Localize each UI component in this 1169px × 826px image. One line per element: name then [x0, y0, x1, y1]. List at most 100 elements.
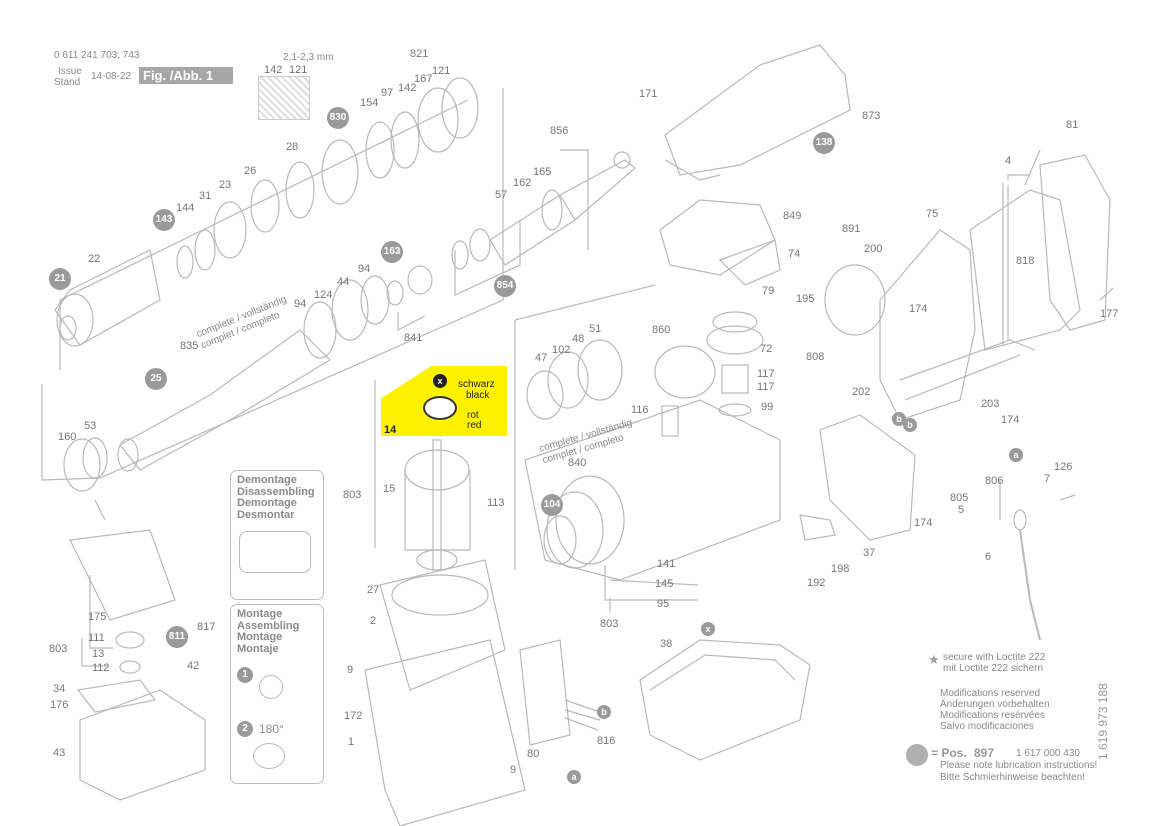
color-black-en: black	[466, 390, 490, 401]
step-1-badge: 1	[237, 667, 253, 683]
part-label-28: 28	[286, 141, 299, 153]
stand-label: Stand	[54, 77, 81, 88]
part-label-192: 192	[807, 577, 826, 589]
part-label-202: 202	[852, 386, 871, 398]
bearing-image-2	[253, 743, 285, 769]
part-label-48: 48	[572, 333, 585, 345]
part-label-79: 79	[762, 285, 775, 297]
part-label-198: 198	[831, 563, 850, 575]
part-label-13: 13	[92, 648, 105, 660]
lubrication-dot-icon	[906, 744, 928, 766]
lubrication-mark-x: x	[701, 622, 715, 636]
part-label-25: 25	[145, 368, 167, 390]
part-label-174: 174	[909, 303, 928, 315]
part-label-803: 803	[49, 643, 68, 655]
part-label-818: 818	[1016, 255, 1035, 267]
color-black-de: schwarz	[458, 379, 495, 390]
pos-label: = Pos.	[931, 746, 967, 760]
part-label-172: 172	[344, 710, 363, 722]
part-label-6: 6	[985, 551, 992, 563]
part-label-200: 200	[864, 243, 883, 255]
disassembling-title: Demontage Disassembling Demontage Desmon…	[237, 474, 315, 521]
part-label-117: 117	[757, 381, 775, 393]
part-label-803: 803	[600, 618, 619, 630]
part-label-9: 9	[347, 664, 354, 676]
part-label-111: 111	[88, 632, 105, 644]
bearing-icon	[423, 396, 457, 420]
part-label-99: 99	[761, 401, 774, 413]
part-label-4: 4	[1005, 155, 1012, 167]
lubrication-note-en: Please note lubrication instructions!	[940, 760, 1098, 771]
part-label-112: 112	[92, 662, 110, 674]
modifications-de: Änderungen vorbehalten	[940, 699, 1050, 710]
figure-label: Fig. /Abb. 1	[139, 67, 233, 84]
part-label-72: 72	[760, 343, 773, 355]
part-label-38: 38	[660, 638, 673, 650]
disassembling-box: Demontage Disassembling Demontage Desmon…	[230, 470, 324, 600]
part-label-821: 821	[410, 48, 429, 60]
part-label-37: 37	[863, 547, 876, 559]
part-label-7: 7	[1044, 473, 1051, 485]
rotation-angle: 180°	[259, 722, 284, 736]
part-label-42: 42	[187, 660, 200, 672]
detail-label-142: 142	[264, 64, 283, 76]
lubrication-note-de: Bitte Schmierhinweise beachten!	[940, 772, 1086, 783]
part-label-43: 43	[53, 747, 66, 759]
part-label-116: 116	[631, 404, 649, 416]
part-label-81: 81	[1066, 119, 1079, 131]
part-label-171: 171	[639, 88, 658, 100]
part-14: 14	[384, 424, 397, 436]
loctite-note-de: mit Loctite 222 sichern	[943, 663, 1044, 674]
part-label-95: 95	[657, 598, 670, 610]
assembling-title: Montage Assembling Montage Montaje	[237, 608, 300, 655]
part-label-104: 104	[541, 494, 563, 516]
part-label-174: 174	[1001, 414, 1020, 426]
part-label-142: 142	[398, 82, 417, 94]
detail-inset	[258, 76, 310, 120]
color-red-en: red	[467, 420, 482, 431]
part-label-21: 21	[49, 268, 71, 290]
detail-label-121: 121	[289, 64, 308, 76]
part-label-160: 160	[58, 431, 77, 443]
part-label-195: 195	[796, 293, 815, 305]
part-label-113: 113	[487, 497, 505, 509]
part-label-44: 44	[337, 276, 350, 288]
part-label-124: 124	[314, 289, 333, 301]
puller-tool-image	[239, 531, 311, 573]
part-label-9: 9	[510, 764, 517, 776]
part-label-167: 167	[414, 73, 433, 85]
part-label-23: 23	[219, 179, 232, 191]
bearing-image-1	[259, 675, 283, 699]
lubrication-mark-a: a	[1009, 448, 1023, 462]
part-label-806: 806	[985, 475, 1004, 487]
detail-dimension: 2,1-2,3 mm	[283, 52, 334, 63]
part-label-138: 138	[813, 132, 835, 154]
lubrication-mark-b: b	[903, 418, 917, 432]
part-label-891: 891	[842, 223, 861, 235]
modifications-en: Modifications reserved	[940, 688, 1041, 699]
part-label-31: 31	[199, 190, 212, 202]
part-label-849: 849	[783, 210, 802, 222]
part-label-811: 811	[166, 626, 188, 648]
part-label-803: 803	[343, 489, 362, 501]
part-label-174: 174	[914, 517, 933, 529]
part-label-53: 53	[84, 420, 97, 432]
part-label-15: 15	[383, 483, 396, 495]
part-label-143: 143	[153, 209, 175, 231]
part-label-94: 94	[294, 298, 307, 310]
part-label-75: 75	[926, 208, 939, 220]
part-label-117: 117	[757, 368, 775, 380]
issue-label: Issue	[58, 66, 82, 77]
lubrication-mark-b: b	[597, 705, 611, 719]
part-label-163: 163	[381, 241, 403, 263]
part-label-22: 22	[88, 253, 101, 265]
part-label-835: 835	[180, 340, 199, 352]
part-label-154: 154	[360, 97, 379, 109]
part-label-805: 805	[950, 492, 969, 504]
part-label-177: 177	[1100, 308, 1119, 320]
part-label-126: 126	[1054, 461, 1073, 473]
part-label-74: 74	[788, 248, 801, 260]
part-label-121: 121	[432, 65, 451, 77]
